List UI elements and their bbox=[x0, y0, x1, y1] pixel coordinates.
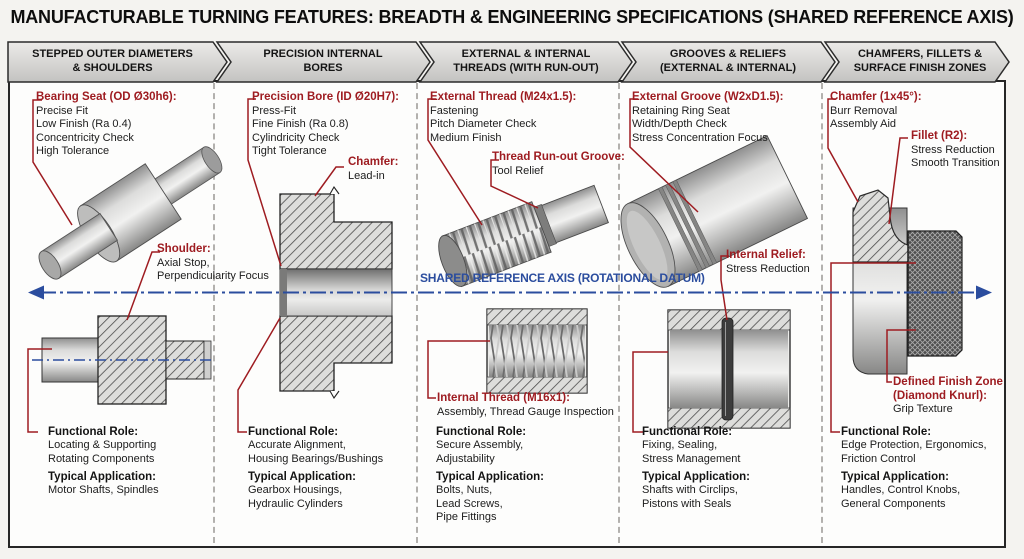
callout-thread-runout-groove: Thread Run-out Groove: Tool Relief bbox=[492, 151, 625, 177]
shared-reference-axis bbox=[28, 285, 992, 300]
column-divider-1 bbox=[213, 83, 215, 543]
column-divider-3 bbox=[618, 83, 620, 543]
functional-role-col5: Functional Role: Edge Protection, Ergono… bbox=[841, 426, 987, 465]
axis-arrow-left-icon bbox=[28, 285, 44, 300]
stepped-shaft-section-drawing bbox=[32, 315, 214, 405]
column-header-band bbox=[7, 41, 1010, 83]
callout-internal-relief: Internal Relief: Stress Reduction bbox=[726, 249, 810, 275]
column-header-chevron bbox=[823, 41, 1010, 83]
callout-leader-lines bbox=[27, 98, 916, 433]
typical-application-col2: Typical Application: Gearbox Housings, H… bbox=[248, 471, 356, 510]
typical-application-col3: Typical Application: Bolts, Nuts, Lead S… bbox=[436, 471, 544, 523]
axis-arrow-right-icon bbox=[976, 285, 992, 300]
functional-role-col4: Functional Role: Fixing, Sealing, Stress… bbox=[642, 426, 741, 465]
diagram-title: MANUFACTURABLE TURNING FEATURES: BREADTH… bbox=[10, 7, 1014, 27]
column-header-precision-internal-bores: PRECISION INTERNAL BORES bbox=[263, 48, 383, 74]
callout-external-groove: External Groove (W2xD1.5): Retaining Rin… bbox=[632, 91, 784, 144]
column-divider-4 bbox=[821, 83, 823, 543]
column-header-chevron bbox=[620, 41, 836, 83]
callout-internal-thread: Internal Thread (M16x1): Assembly, Threa… bbox=[437, 392, 614, 418]
callout-bearing-seat: Bearing Seat (OD Ø30h6): Precise Fit Low… bbox=[36, 91, 177, 157]
column-header-threads: EXTERNAL & INTERNAL THREADS (WITH RUN-OU… bbox=[453, 48, 599, 74]
grooved-cylinder-isometric-drawing bbox=[620, 135, 809, 288]
functional-role-col2: Functional Role: Accurate Alignment, Hou… bbox=[248, 426, 384, 465]
column-header-chamfers-fillets: CHAMFERS, FILLETS & SURFACE FINISH ZONES bbox=[853, 48, 987, 74]
internal-relief-section-drawing bbox=[667, 309, 791, 429]
column-header-stepped-outer-diameters: STEPPED OUTER DIAMETERS & SHOULDERS bbox=[32, 48, 193, 74]
typical-application-col4: Typical Application: Shafts with Circlip… bbox=[642, 471, 750, 510]
functional-role-col3: Functional Role: Secure Assembly, Adjust… bbox=[436, 426, 527, 465]
functional-role-col1: Functional Role: Locating & Supporting R… bbox=[48, 426, 157, 465]
stepped-shaft-isometric-drawing bbox=[38, 146, 223, 280]
callout-chamfer-leadin: Chamfer: Lead-in bbox=[348, 156, 399, 182]
column-header-chevron bbox=[7, 41, 228, 83]
callout-fillet: Fillet (R2): Stress Reduction Smooth Tra… bbox=[911, 130, 1000, 169]
column-header-chevron bbox=[418, 41, 633, 83]
callout-external-thread: External Thread (M24x1.5): Fastening Pit… bbox=[430, 91, 577, 144]
column-divider-2 bbox=[416, 83, 418, 543]
column-header-chevron bbox=[215, 41, 431, 83]
callout-defined-finish-zone: Defined Finish Zone (Diamond Knurl): Gri… bbox=[893, 376, 1003, 415]
column-header-grooves-reliefs: GROOVES & RELIEFS (EXTERNAL & INTERNAL) bbox=[659, 48, 797, 74]
shared-axis-label: SHARED REFERENCE AXIS (ROTATIONAL DATUM) bbox=[420, 271, 705, 285]
chamfer-fillet-knurl-drawing bbox=[852, 189, 963, 375]
typical-application-col5: Typical Application: Handles, Control Kn… bbox=[841, 471, 961, 510]
callout-shoulder: Shoulder: Axial Stop, Perpendicularity F… bbox=[157, 243, 269, 282]
callout-chamfer: Chamfer (1x45°): Burr Removal Assembly A… bbox=[830, 91, 922, 130]
callout-precision-bore: Precision Bore (ID Ø20H7): Press-Fit Fin… bbox=[252, 91, 399, 157]
typical-application-col1: Typical Application: Motor Shafts, Spind… bbox=[48, 471, 159, 496]
internal-thread-section-drawing bbox=[486, 308, 588, 394]
external-thread-shaft-drawing bbox=[438, 184, 609, 288]
